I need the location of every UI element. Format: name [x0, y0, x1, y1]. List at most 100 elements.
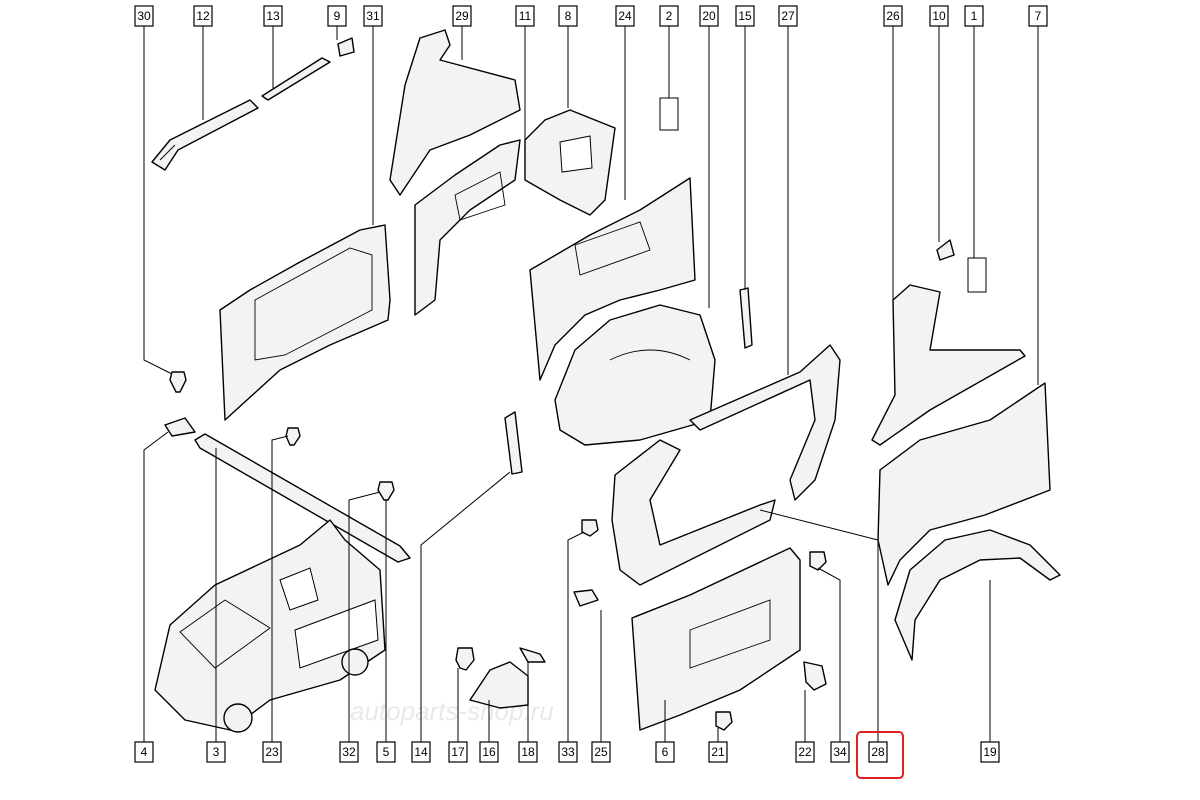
callout-17: 17 — [448, 741, 468, 763]
callout-6: 6 — [655, 741, 675, 763]
svg-text:7: 7 — [1035, 9, 1042, 23]
svg-text:3: 3 — [213, 745, 220, 759]
callout-1: 1 — [964, 5, 984, 27]
svg-text:8: 8 — [565, 9, 572, 23]
fastener-21 — [715, 711, 733, 731]
callout-2: 2 — [659, 5, 679, 27]
part-2-vent — [659, 97, 679, 131]
svg-text:17: 17 — [451, 745, 465, 759]
callout-21: 21 — [708, 741, 728, 763]
fastener-33 — [581, 519, 599, 537]
callout-12: 12 — [193, 5, 213, 27]
highlight-callout-28 — [856, 731, 904, 779]
callout-34: 34 — [830, 741, 850, 763]
fastener-34 — [809, 551, 827, 571]
callout-27: 27 — [778, 5, 798, 27]
svg-text:14: 14 — [414, 745, 428, 759]
part-9-clip — [337, 37, 355, 57]
callout-14: 14 — [411, 741, 431, 763]
callout-3: 3 — [206, 741, 226, 763]
part-15-strip — [739, 287, 753, 349]
svg-text:4: 4 — [141, 745, 148, 759]
svg-text:29: 29 — [455, 9, 469, 23]
callout-8: 8 — [558, 5, 578, 27]
svg-text:12: 12 — [196, 9, 210, 23]
callout-22: 22 — [795, 741, 815, 763]
svg-text:5: 5 — [383, 745, 390, 759]
callout-5: 5 — [376, 741, 396, 763]
part-26-pillar-trim — [871, 284, 1026, 446]
top-callouts: 30 12 13 9 31 29 11 8 24 2 20 15 27 26 1… — [134, 5, 1048, 27]
callout-33: 33 — [558, 741, 578, 763]
svg-text:2: 2 — [666, 9, 673, 23]
svg-text:27: 27 — [781, 9, 795, 23]
callout-31: 31 — [363, 5, 383, 27]
part-29-pillar-trim — [389, 29, 521, 196]
callout-10: 10 — [929, 5, 949, 27]
svg-text:21: 21 — [711, 745, 725, 759]
fastener-25 — [573, 589, 599, 607]
callout-32: 32 — [339, 741, 359, 763]
part-10-clip — [936, 239, 955, 261]
callout-30: 30 — [134, 5, 154, 27]
callout-25: 25 — [591, 741, 611, 763]
part-1-vent — [967, 257, 987, 293]
svg-text:9: 9 — [334, 9, 341, 23]
svg-text:32: 32 — [342, 745, 356, 759]
svg-text:25: 25 — [594, 745, 608, 759]
part-7-rear-side-panel — [877, 382, 1051, 586]
part-24-rear-side-panel — [529, 177, 696, 381]
fastener-30 — [169, 371, 187, 393]
part-8-quarter-panel — [524, 109, 616, 216]
part-31-side-panel — [219, 224, 391, 421]
svg-text:13: 13 — [266, 9, 280, 23]
van-illustration — [154, 519, 386, 733]
fastener-22 — [803, 661, 827, 691]
svg-text:22: 22 — [798, 745, 812, 759]
svg-text:10: 10 — [932, 9, 946, 23]
svg-text:23: 23 — [265, 745, 279, 759]
callout-15: 15 — [735, 5, 755, 27]
svg-text:6: 6 — [662, 745, 669, 759]
leader-lines — [143, 26, 1039, 742]
part-6-door-panel — [631, 547, 801, 731]
callout-24: 24 — [615, 5, 635, 27]
part-19-wheel-arch-liner — [894, 529, 1061, 661]
svg-text:20: 20 — [702, 9, 716, 23]
part-4-plate — [164, 417, 196, 437]
bottom-callouts: 4 3 23 32 5 14 17 16 18 33 25 6 21 22 34… — [134, 741, 1000, 763]
callout-20: 20 — [699, 5, 719, 27]
fastener-23 — [285, 427, 301, 446]
part-20-wheelhouse — [554, 304, 716, 446]
part-11-pillar-trim — [414, 139, 521, 316]
part-16-bracket — [469, 661, 529, 709]
part-12-strip — [151, 99, 259, 171]
callout-26: 26 — [883, 5, 903, 27]
fastener-18 — [519, 647, 546, 663]
svg-text:33: 33 — [561, 745, 575, 759]
svg-text:31: 31 — [366, 9, 380, 23]
callout-4: 4 — [134, 741, 154, 763]
svg-text:18: 18 — [521, 745, 535, 759]
svg-text:28: 28 — [871, 745, 885, 759]
fastener-17 — [455, 647, 475, 671]
callout-13: 13 — [263, 5, 283, 27]
svg-text:11: 11 — [519, 9, 532, 23]
svg-text:24: 24 — [618, 9, 632, 23]
part-14-strip — [504, 411, 523, 475]
svg-text:16: 16 — [482, 745, 496, 759]
callout-18: 18 — [518, 741, 538, 763]
callout-29: 29 — [452, 5, 472, 27]
part-3-sill-strip — [194, 433, 411, 563]
callout-19: 19 — [980, 741, 1000, 763]
svg-text:15: 15 — [738, 9, 752, 23]
part-13-strip — [261, 57, 331, 101]
svg-text:34: 34 — [833, 745, 847, 759]
callout-23: 23 — [262, 741, 282, 763]
svg-text:26: 26 — [886, 9, 900, 23]
svg-text:1: 1 — [971, 9, 978, 23]
svg-text:30: 30 — [137, 9, 151, 23]
part-rear-door-frame — [611, 439, 776, 586]
svg-text:19: 19 — [983, 745, 997, 759]
